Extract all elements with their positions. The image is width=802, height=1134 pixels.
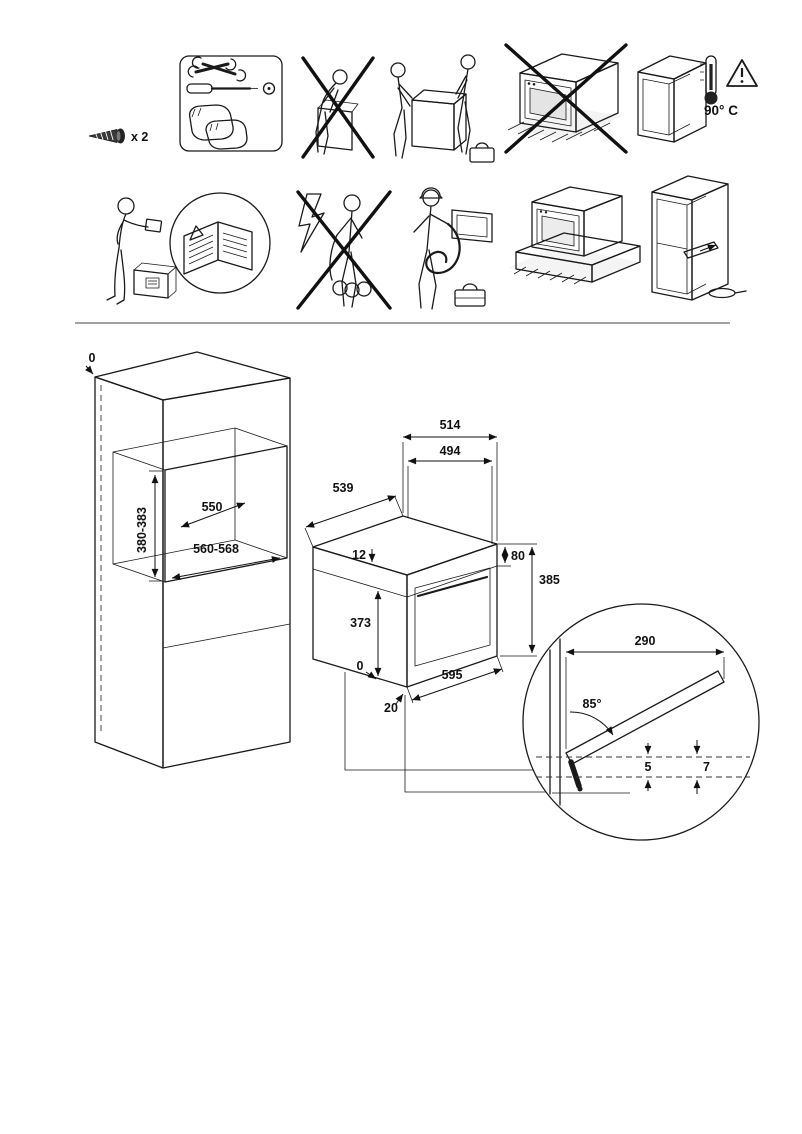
- plinth-installation-icon: [508, 186, 641, 285]
- dim-detail-angle: 85°: [569, 697, 614, 736]
- tray: [683, 241, 719, 259]
- dim-label-oven-494: 494: [440, 444, 461, 458]
- warning-triangle-icon: [189, 225, 204, 241]
- dim-oven-bottom-clearance: 20: [384, 693, 404, 715]
- screwdriver-icon: [186, 83, 258, 94]
- dim-oven-front-height: 373: [350, 591, 382, 676]
- dim-oven-top-clearance: 12: [352, 548, 376, 562]
- dim-label-cabinet-zero: 0: [89, 351, 96, 365]
- read-instructions-icon: [106, 192, 271, 305]
- dim-label-oven-595: 595: [442, 668, 463, 682]
- dim-label-oven-373: 373: [350, 616, 371, 630]
- detail-drawing: 290 85° 5 7: [522, 603, 760, 841]
- dim-label-detail-7: 7: [703, 760, 710, 774]
- dim-label-oven-514: 514: [440, 418, 461, 432]
- gloves-icon: [188, 104, 248, 150]
- dim-cabinet-zero: 0: [85, 351, 96, 375]
- dim-niche-depth: 550: [180, 500, 246, 528]
- screw-count-label: x 2: [131, 130, 148, 144]
- dim-label-oven-80: 80: [511, 549, 525, 563]
- lightning-icon: [298, 193, 325, 253]
- dim-label-oven-12: 12: [352, 548, 366, 562]
- dim-oven-depth: 539: [304, 481, 404, 548]
- dim-label-detail-5: 5: [645, 760, 652, 774]
- prohibition-cross: [301, 56, 375, 159]
- dim-oven-zero: 0: [357, 659, 377, 680]
- detail-leader-lines: [344, 672, 546, 793]
- prohibition-cross: [504, 43, 628, 154]
- dim-niche-height: 380-383: [135, 470, 163, 582]
- tools-kit-icon: [179, 55, 283, 152]
- toolbox-icon: [469, 142, 495, 163]
- warning-triangle-icon: [726, 59, 758, 87]
- single-person-lift-prohibited-icon: [301, 56, 375, 159]
- dim-niche-width: 560-568: [171, 542, 281, 580]
- diy-electrical-prohibited-icon: [296, 190, 392, 310]
- dim-label-niche-width: 560-568: [193, 542, 239, 556]
- screw-head-icon: [262, 82, 276, 95]
- wrench-icon: [187, 56, 247, 82]
- cabinet-heat-icon: 90° C: [637, 55, 758, 143]
- max-temp-label: 90° C: [704, 103, 738, 118]
- manual-callout: [169, 192, 271, 294]
- dim-label-oven-zero: 0: [357, 659, 364, 673]
- dim-oven-top-width-inner: 494: [407, 444, 493, 544]
- dim-label-oven-20: 20: [384, 701, 398, 715]
- thermometer-icon: [700, 55, 718, 105]
- dim-oven-top-width-outer: 514: [402, 418, 498, 541]
- dim-label-detail-85: 85°: [583, 697, 602, 711]
- qualified-installer-icon: [413, 187, 493, 310]
- screw-icon: [88, 128, 125, 144]
- dim-detail-gap-5: 5: [645, 743, 652, 791]
- package-box: [133, 262, 177, 299]
- cabinet-drawing: 0 550 560-568 380-383: [85, 351, 291, 769]
- dim-label-oven-385: 385: [539, 573, 560, 587]
- dim-detail-width: 290: [565, 634, 725, 749]
- dim-oven-rear-height: 80: [497, 543, 537, 567]
- dim-detail-gap-7: 7: [693, 740, 710, 794]
- oven-drawing: 514 494 539 12 80 385: [304, 418, 560, 715]
- dim-oven-width: 595: [406, 655, 504, 704]
- pan-icon: [708, 287, 747, 299]
- detail-circle: [522, 603, 760, 841]
- person-reading: [106, 197, 163, 305]
- toolbox-icon: [454, 283, 486, 307]
- floor-placement-prohibited-icon: [504, 43, 628, 154]
- dim-oven-height: 385: [500, 547, 560, 657]
- dim-label-detail-290: 290: [635, 634, 656, 648]
- dim-label-niche-height: 380-383: [135, 507, 149, 553]
- dim-label-oven-539: 539: [333, 481, 354, 495]
- two-person-lift-icon: [390, 54, 495, 163]
- prohibition-cross: [296, 190, 392, 310]
- remove-accessories-icon: [651, 175, 747, 301]
- dim-label-niche-depth: 550: [202, 500, 223, 514]
